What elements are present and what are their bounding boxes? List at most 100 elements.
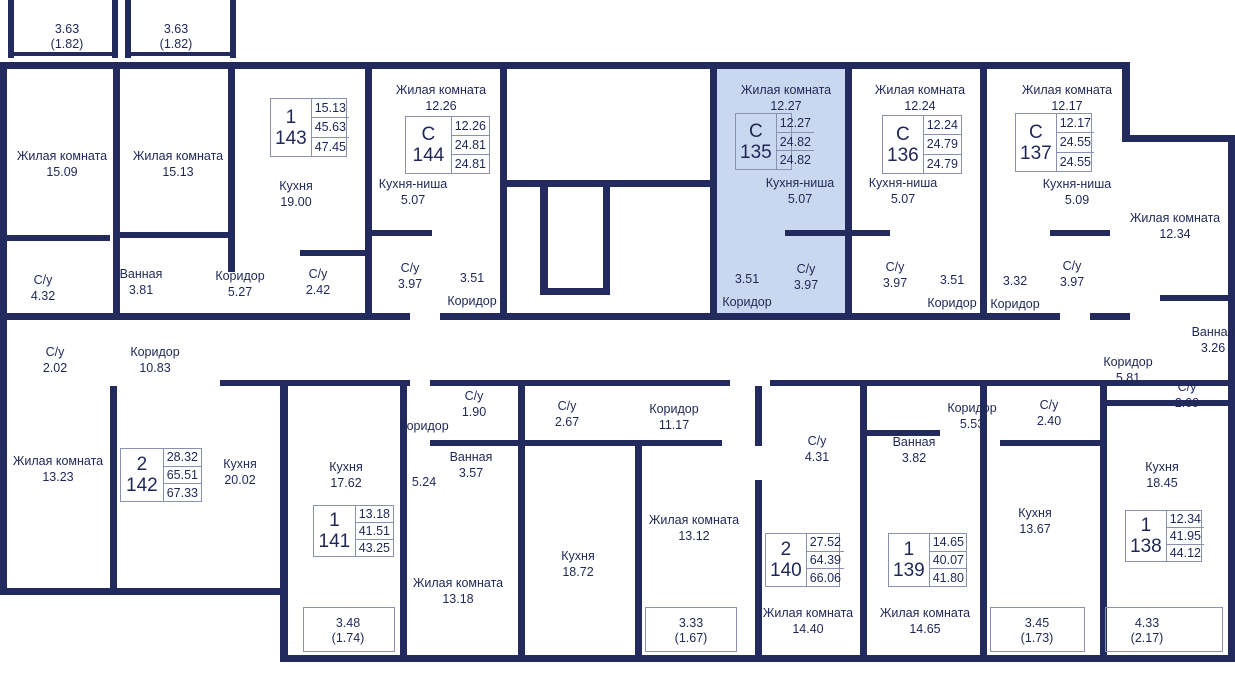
apartment-number: 142	[126, 475, 158, 496]
balcony-reduced-area: (1.73)	[1020, 631, 1054, 645]
apartment-room-count: С	[421, 124, 436, 145]
room-name: Жилая комната	[874, 83, 966, 97]
room-area: 5.07	[400, 193, 426, 207]
living-area: 13.18	[355, 506, 393, 523]
room-area: 3.32	[1002, 274, 1028, 288]
balcony-area: 3.33	[678, 616, 704, 630]
total-area: 40.07	[929, 552, 967, 570]
room-name: Жилая комната	[12, 454, 104, 468]
room-name: Ванная	[449, 450, 493, 464]
balcony-outline	[303, 607, 395, 652]
room-label: Жилая комната 13.23	[13, 453, 103, 485]
balcony-label: 3.63(1.82)	[160, 22, 193, 52]
wall	[117, 232, 232, 238]
wall	[8, 0, 14, 58]
room-name: Жилая комната	[879, 606, 971, 620]
room-area: 3.81	[128, 283, 154, 297]
wall	[755, 480, 762, 662]
living-area: 27.52	[806, 534, 844, 552]
total-area: 41.95	[1166, 528, 1204, 545]
wall	[1000, 440, 1100, 446]
apartment-number: 143	[275, 127, 307, 149]
balcony-label: 4.33(2.17)	[1131, 616, 1164, 646]
wall	[430, 380, 730, 386]
room-name: Коридор	[722, 295, 772, 309]
room-name: Ванная	[119, 267, 163, 281]
room-name: Жилая комната	[740, 83, 832, 97]
balcony-label: 3.63(1.82)	[51, 22, 84, 52]
total-area: 24.81	[451, 136, 489, 155]
room-area: 12.24	[904, 99, 936, 113]
room-name: С/у	[45, 345, 65, 359]
balcony-area: 3.45	[1024, 616, 1050, 630]
room-area: 5.53	[959, 417, 985, 431]
room-name: Жилая комната	[16, 149, 108, 163]
balcony-reduced-area: (1.82)	[159, 37, 193, 51]
room-name: Коридор	[927, 296, 977, 310]
total-area-with-balcony: 24.55	[1059, 154, 1091, 169]
room-name: Жилая комната	[395, 83, 487, 97]
room-area: 20.02	[224, 473, 256, 487]
balcony-label: 3.33(1.67)	[675, 616, 708, 646]
room-area: 3.97	[882, 276, 908, 290]
living-area: 12.26	[451, 117, 489, 136]
total-area-with-balcony: 66.06	[809, 570, 841, 585]
wall	[518, 386, 525, 662]
room-area: 13.23	[42, 470, 74, 484]
wall	[860, 386, 867, 662]
room-area: 5.07	[890, 192, 916, 206]
wall	[850, 230, 890, 236]
wall	[603, 185, 610, 295]
room-name: С/у	[1177, 380, 1197, 394]
total-area-with-balcony: 41.80	[932, 570, 964, 585]
total-area-with-balcony: 44.12	[1169, 546, 1201, 560]
room-name: С/у	[557, 399, 577, 413]
balcony-area: 4.33	[1134, 616, 1160, 630]
room-name: Коридор	[649, 402, 699, 416]
selected-apartment-135-highlight[interactable]	[716, 69, 846, 317]
room-name: С/у	[807, 434, 827, 448]
room-name: С/у	[1062, 259, 1082, 273]
balcony-reduced-area: (2.17)	[1130, 631, 1164, 645]
